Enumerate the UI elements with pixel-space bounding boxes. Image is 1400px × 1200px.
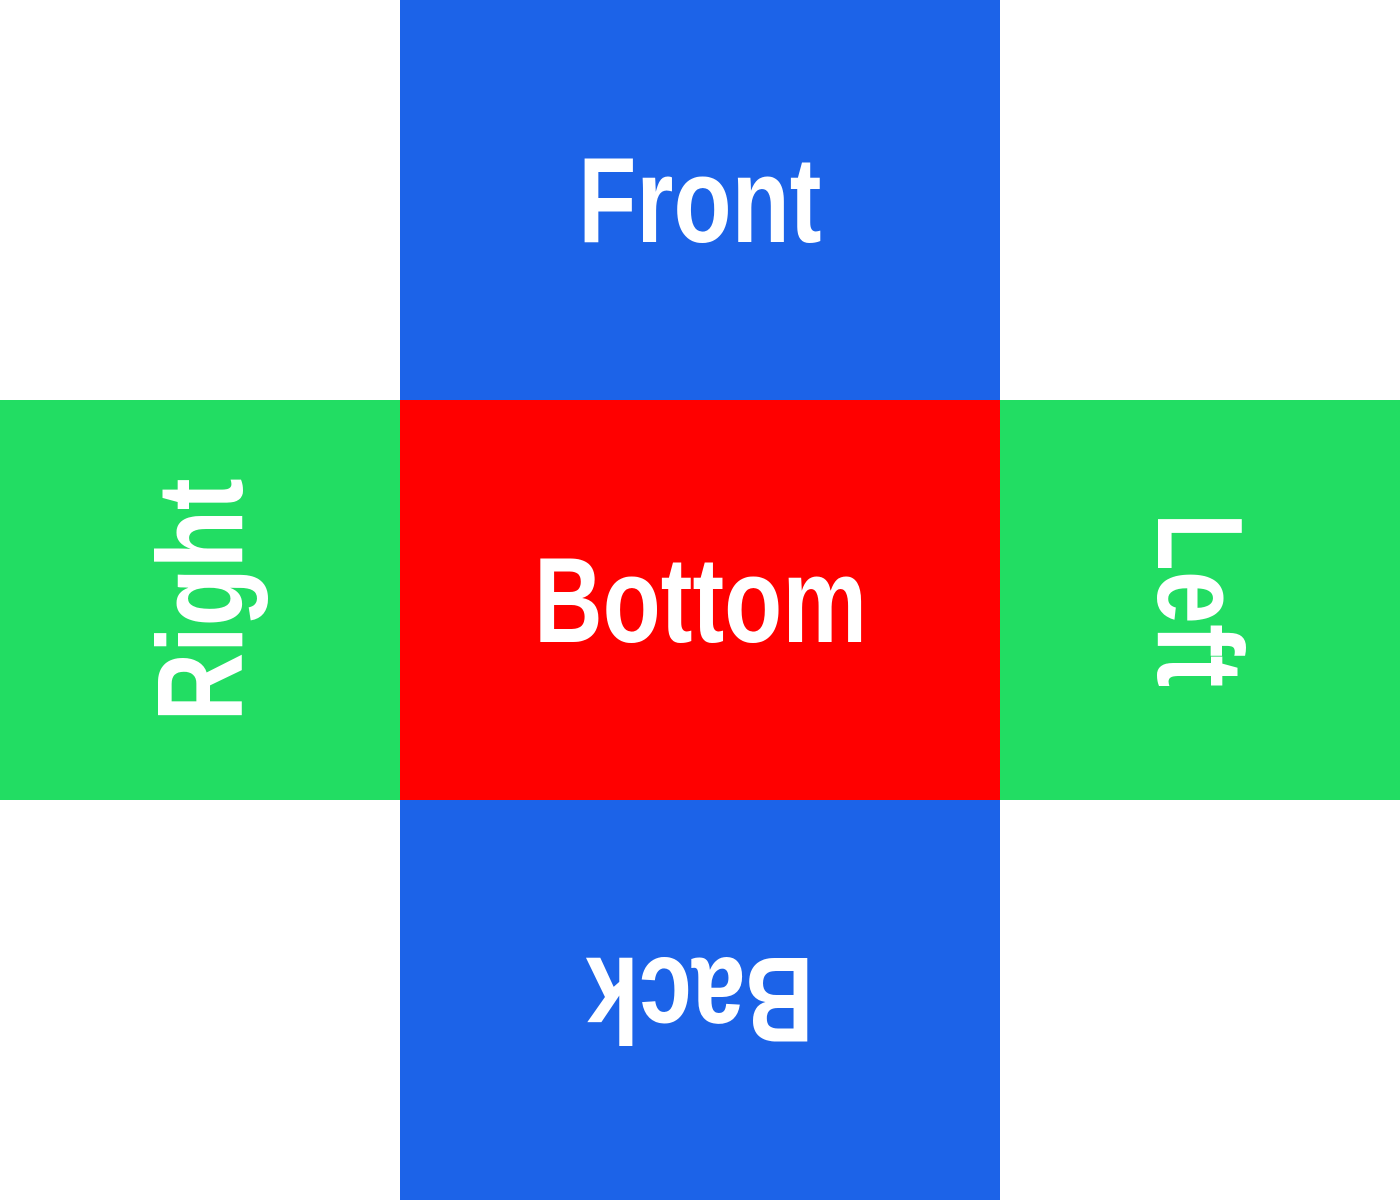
front-face-label: Front	[578, 132, 822, 268]
back-face: Back	[400, 800, 1000, 1200]
front-face: Front	[400, 0, 1000, 400]
back-face-label: Back	[586, 932, 814, 1068]
bottom-face: Bottom	[400, 400, 1000, 800]
left-face-label: Left	[1131, 512, 1268, 688]
right-face: Right	[0, 400, 400, 800]
left-face: Left	[1000, 400, 1400, 800]
right-face-label: Right	[131, 478, 268, 722]
bottom-face-label: Bottom	[533, 532, 867, 668]
